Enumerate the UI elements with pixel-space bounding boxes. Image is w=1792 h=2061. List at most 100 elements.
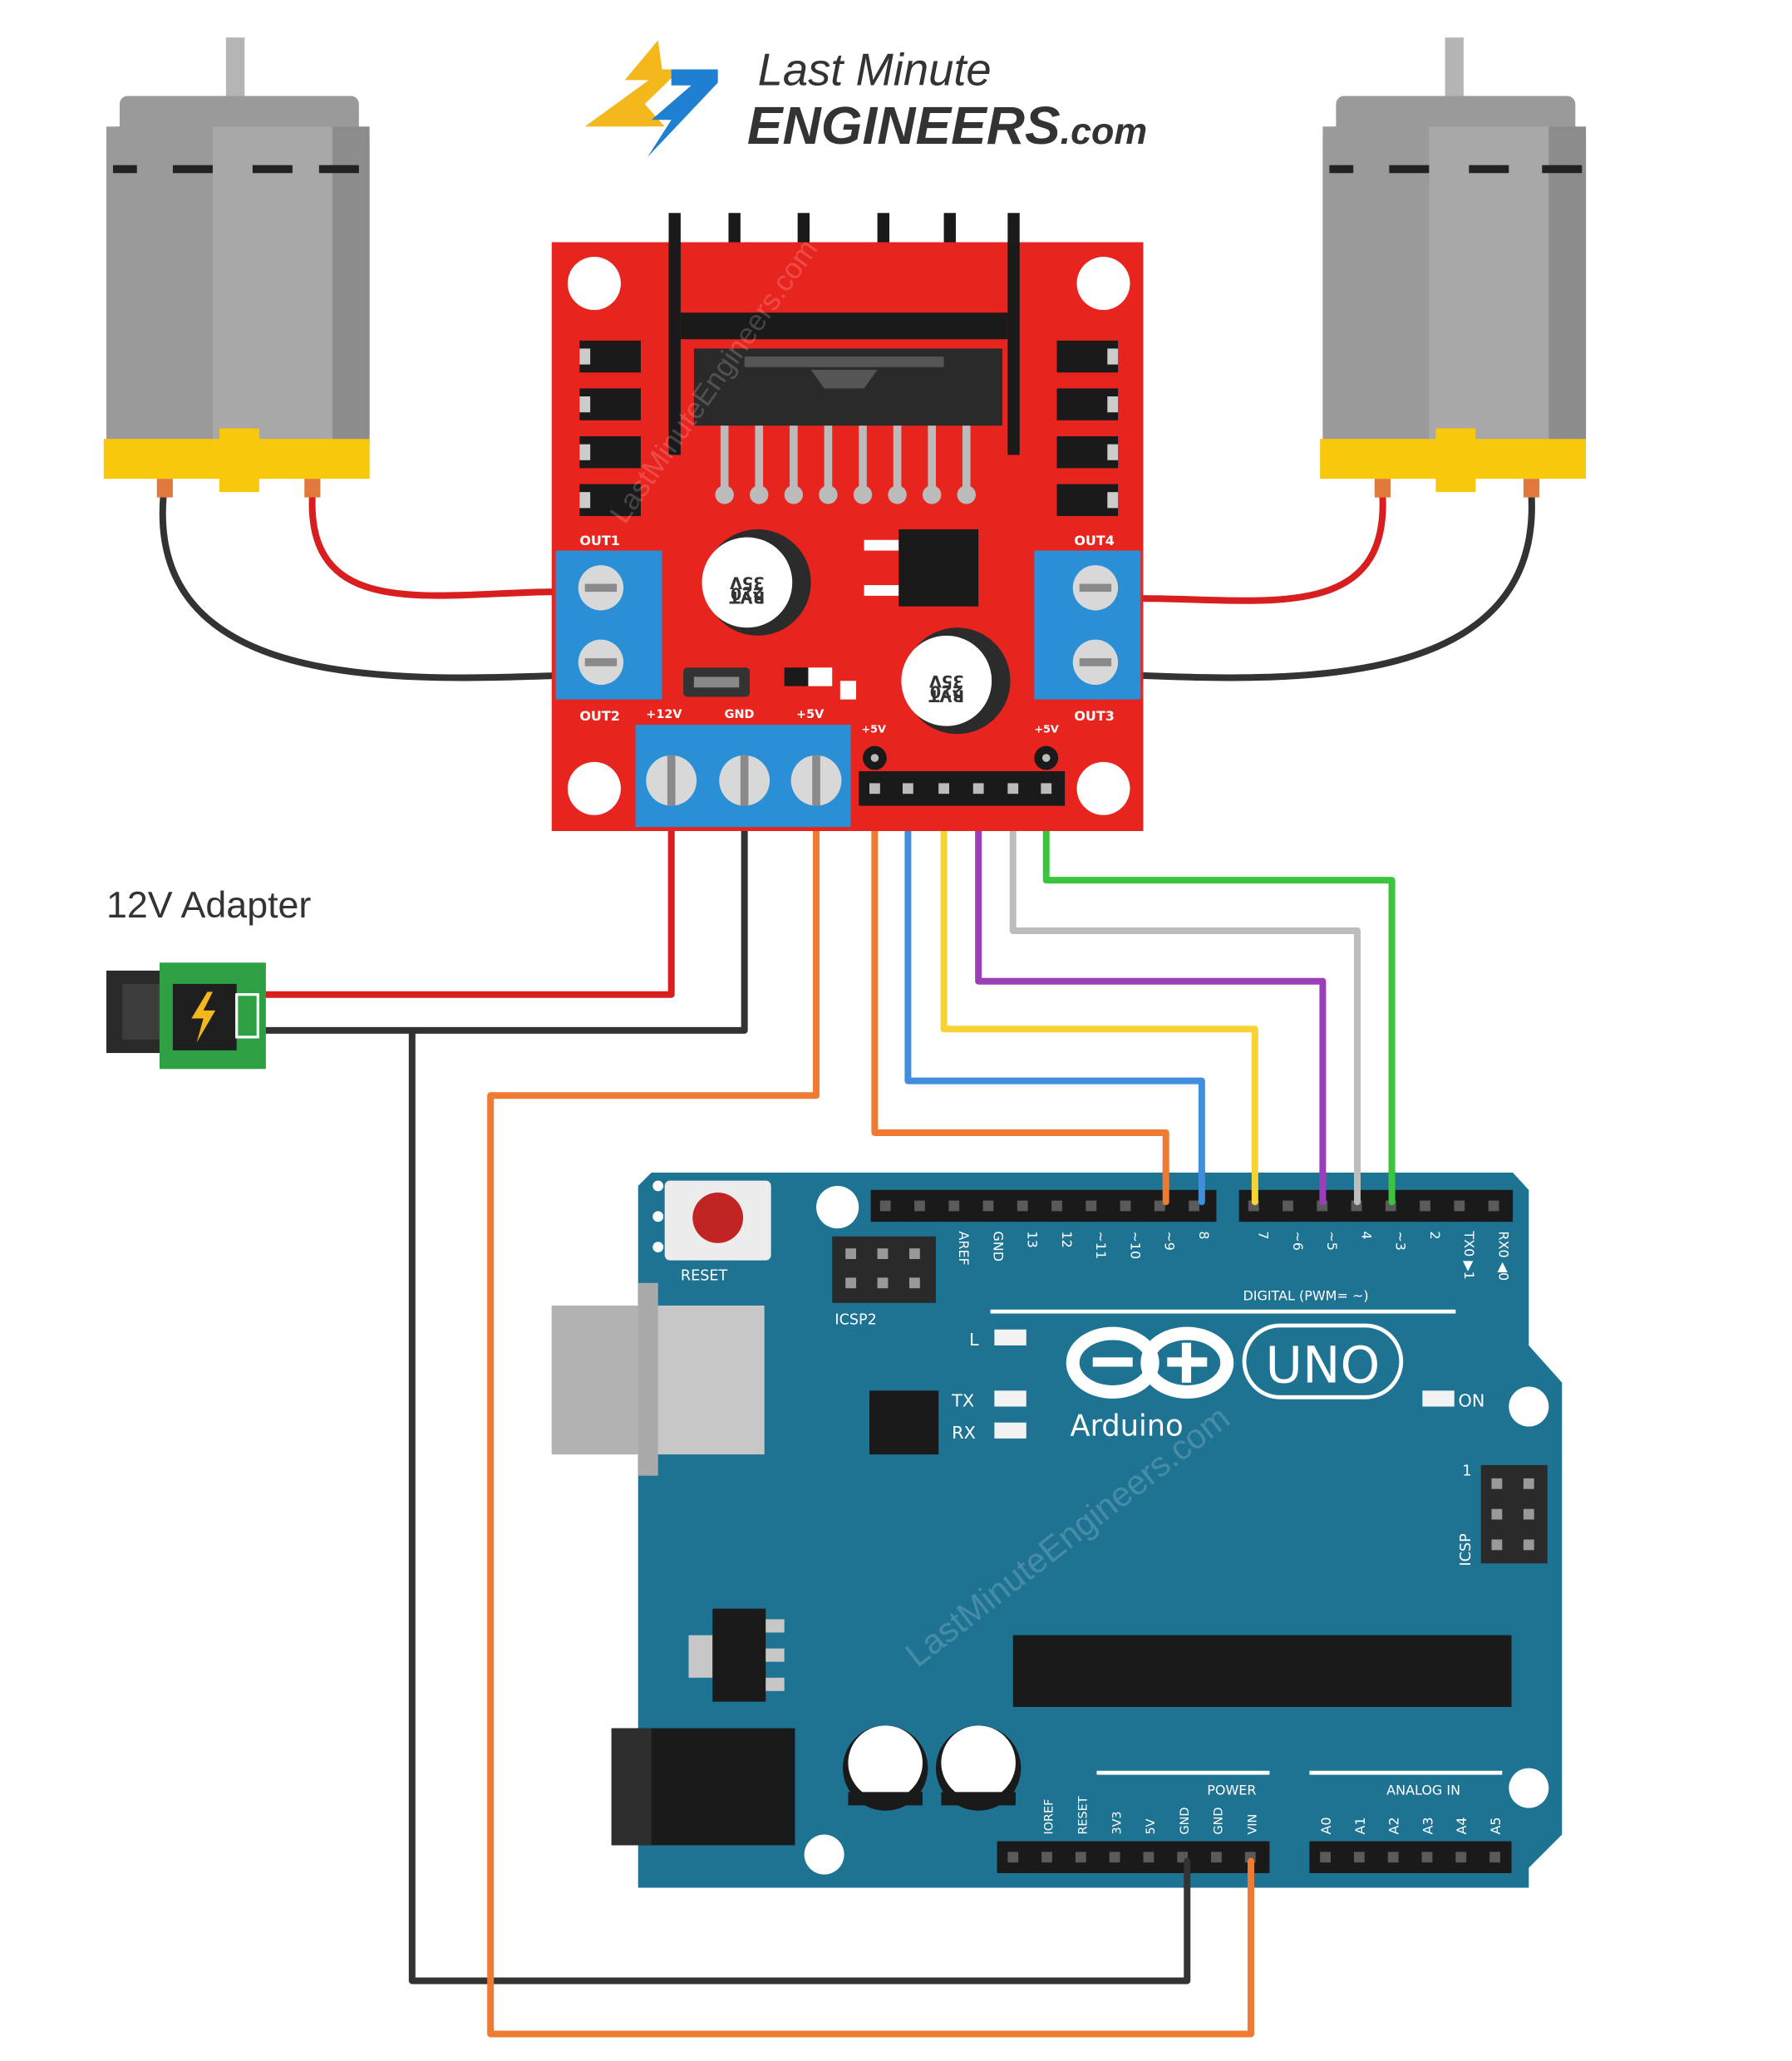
label-out1: OUT1 (579, 533, 620, 548)
usb-port (551, 1282, 765, 1476)
digital-pin-hole (1120, 1200, 1131, 1212)
brand-line2: ENGINEERS.com (747, 96, 1147, 155)
voltage-regulator (864, 529, 979, 607)
wire-motor-right-black (1137, 491, 1535, 681)
power-pin-hole (1007, 1852, 1019, 1863)
icsp-header (1480, 1464, 1548, 1564)
digital-pin-hole (1017, 1200, 1028, 1212)
digital-pin-label: ~3 (1393, 1231, 1409, 1251)
power-header (997, 1841, 1512, 1873)
wire-in2-yellow (940, 788, 1258, 1200)
label-gnd: GND (725, 708, 755, 721)
digital-pin-hole (1454, 1200, 1465, 1212)
cap1-value: 220 (731, 583, 764, 603)
power-pin-hole (1211, 1852, 1222, 1863)
digital-pin-label: 2 (1427, 1231, 1443, 1239)
digital-pin-hole (1086, 1200, 1097, 1212)
label-out4: OUT4 (1074, 533, 1115, 548)
analog-pin-label: A1 (1352, 1817, 1368, 1834)
atmega-chip (1012, 1635, 1512, 1707)
label-5v: +5V (796, 708, 825, 721)
analog-pin-hole (1421, 1852, 1433, 1863)
digital-pin-label: 8 (1196, 1231, 1212, 1239)
control-header (859, 745, 1066, 806)
digital-pin-label: TX0 ▶1 (1461, 1230, 1477, 1279)
digital-pin-hole (879, 1200, 891, 1212)
capacitor-1: 220 35V RVT (702, 529, 811, 636)
motor-right (1320, 37, 1587, 498)
label-digital: DIGITAL (PWM= ~) (1243, 1288, 1368, 1304)
digital-pin-label: 7 (1256, 1231, 1272, 1239)
terminal-out3-out4 (1034, 550, 1141, 700)
lightning-bolt-icon (191, 991, 216, 1043)
usb-controller-chip (869, 1390, 939, 1455)
cap2-value: 220 (930, 682, 963, 701)
l298-chip (693, 348, 1002, 504)
arduino-model: UNO (1266, 1337, 1381, 1395)
label-out2: OUT2 (579, 708, 620, 724)
brand-line2-main: ENGINEERS (747, 96, 1061, 155)
power-pin-hole (1075, 1852, 1086, 1863)
wire-motor-left-red (308, 491, 562, 599)
label-led-tx: TX (951, 1391, 974, 1411)
motor-driver-board: 220 35V RVT 220 35V RVT (551, 213, 1144, 831)
digital-pin-hole (1051, 1200, 1062, 1212)
motor-left-cap (119, 96, 359, 136)
power-pin-label: GND (1179, 1808, 1192, 1835)
icsp2-header (832, 1236, 936, 1303)
motor-right-cap (1336, 96, 1576, 136)
wire-enb-green (1042, 788, 1396, 1200)
dc-power-jack: 12V Adapter (106, 884, 311, 1070)
power-pin-label: VIN (1246, 1814, 1259, 1835)
label-power: POWER (1207, 1783, 1256, 1798)
cap1-voltage: 35V (730, 573, 765, 593)
analog-pin-label: A2 (1386, 1817, 1402, 1834)
wire-in1-blue (904, 788, 1205, 1200)
motor-left-shaft (225, 37, 245, 105)
motor-left-bands (112, 165, 359, 174)
terminal-out1-out2 (555, 550, 662, 700)
digital-pin-label: ~9 (1162, 1231, 1178, 1251)
analog-pin-label: A0 (1318, 1817, 1334, 1834)
power-pin-label: GND (1213, 1808, 1226, 1835)
digital-header (870, 1189, 1514, 1222)
analog-pin-hole (1353, 1852, 1365, 1863)
arduino-capacitors (843, 1725, 1022, 1811)
label-5v-right: +5V (1034, 724, 1059, 736)
power-pin-hole (1109, 1852, 1120, 1863)
cap2-brand: RVT (928, 686, 964, 705)
analog-pin-hole (1387, 1852, 1399, 1863)
analog-pin-hole (1320, 1852, 1332, 1863)
motor-left (103, 37, 370, 498)
digital-pin-hole (1189, 1200, 1199, 1212)
power-pin-label: RESET (1077, 1796, 1090, 1834)
mounting-holes (567, 257, 1130, 815)
brand-line2-suffix: .com (1061, 111, 1147, 152)
wire-adapter-12v (262, 814, 675, 998)
wire-5v-to-vin (487, 801, 1255, 2038)
wires (159, 491, 1535, 2038)
digital-pin-label: ~6 (1290, 1231, 1306, 1251)
label-5v-left: +5V (861, 724, 886, 736)
digital-pin-label: RX0 ◀0 (1495, 1231, 1511, 1281)
power-pin-label: 3V3 (1110, 1811, 1124, 1834)
analog-pin-label: A4 (1454, 1817, 1470, 1834)
led-rx (994, 1422, 1026, 1439)
wire-motor-left-black (159, 491, 562, 681)
brand-line1: Last Minute (758, 45, 992, 96)
arduino-logo-text: Arduino (1071, 1409, 1184, 1444)
brand-logo: Last Minute ENGINEERS.com (584, 40, 1147, 158)
label-analog: ANALOG IN (1386, 1783, 1460, 1798)
reset-button[interactable] (692, 1193, 744, 1243)
digital-pin-hole (1282, 1200, 1293, 1212)
wire-adapter-gnd (262, 814, 748, 1034)
digital-pin-label: 13 (1025, 1231, 1041, 1247)
cap2-voltage: 35V (929, 671, 964, 691)
adapter-caption: 12V Adapter (106, 884, 311, 926)
